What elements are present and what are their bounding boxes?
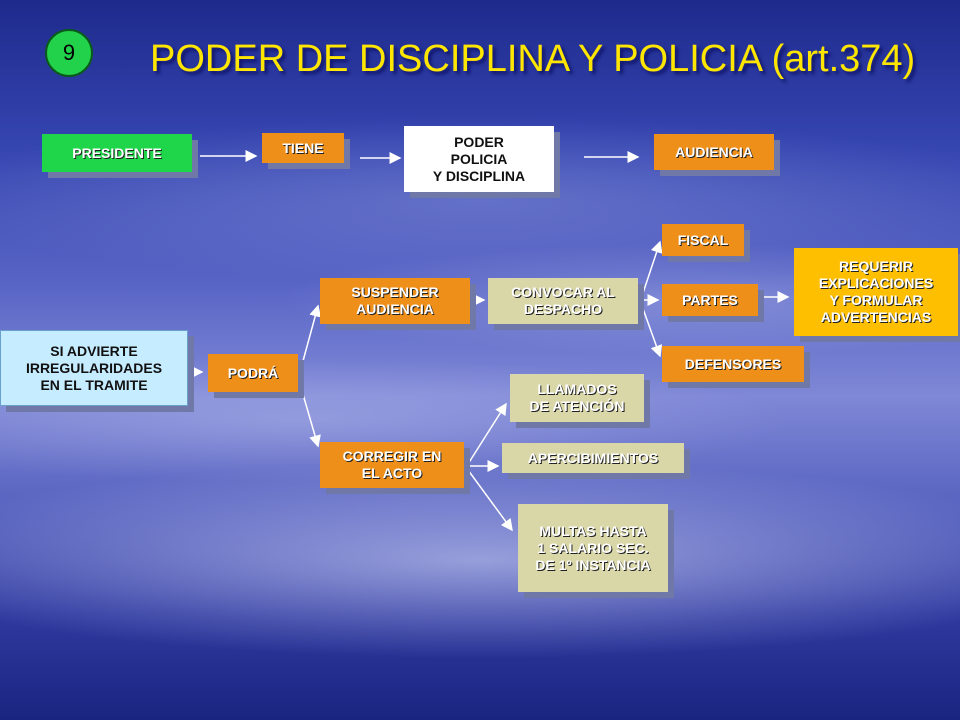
arrow-convocar-fiscal: [641, 240, 663, 297]
arrow-corregir-multas: [467, 469, 513, 532]
node-podra: PODRÁ: [208, 354, 298, 392]
arrow-convocar-defensores: [641, 305, 663, 358]
node-llamados-atencion: LLAMADOS DE ATENCIÓN: [510, 374, 644, 422]
page-title: PODER DE DISCIPLINA Y POLICIA (art.374): [150, 38, 916, 80]
slide-number-badge: 9: [45, 29, 93, 77]
node-suspender-audiencia: SUSPENDER AUDIENCIA: [320, 278, 470, 324]
node-corregir-acto: CORREGIR EN EL ACTO: [320, 442, 464, 488]
node-si-advierte: SI ADVIERTE IRREGULARIDADES EN EL TRAMIT…: [0, 330, 188, 406]
node-requerir-explicaciones: REQUERIR EXPLICACIONES Y FORMULAR ADVERT…: [794, 248, 958, 336]
node-convocar-despacho: CONVOCAR AL DESPACHO: [488, 278, 638, 324]
node-defensores: DEFENSORES: [662, 346, 804, 382]
node-tiene: TIENE: [262, 133, 344, 163]
node-audiencia: AUDIENCIA: [654, 134, 774, 170]
node-fiscal: FISCAL: [662, 224, 744, 256]
arrow-podra-corregir: [299, 383, 321, 448]
node-partes: PARTES: [662, 284, 758, 316]
node-poder-policia-disciplina: PODER POLICIA Y DISCIPLINA: [404, 126, 554, 192]
node-multas: MULTAS HASTA 1 SALARIO SEC. DE 1º INSTAN…: [518, 504, 668, 592]
node-presidente: PRESIDENTE: [42, 134, 192, 172]
arrow-podra-suspender: [299, 304, 322, 373]
node-apercibimientos: APERCIBIMIENTOS: [502, 443, 684, 473]
arrow-corregir-llamados: [467, 402, 507, 465]
